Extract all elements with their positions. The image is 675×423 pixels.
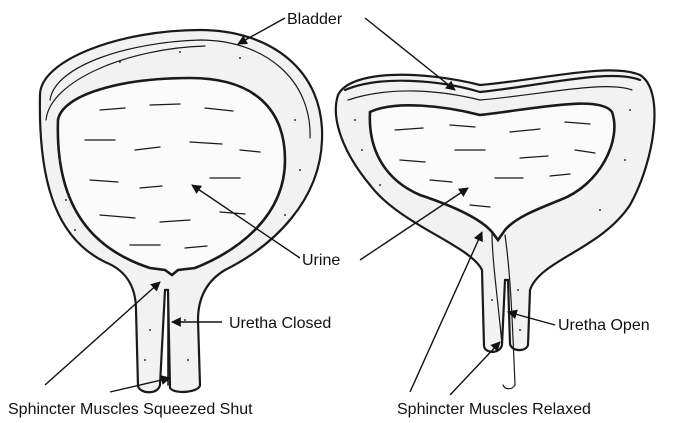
- bladder-leader-left: [238, 18, 285, 44]
- label-bladder: Bladder: [287, 11, 343, 28]
- left-bladder-closed: [40, 30, 322, 392]
- sphincter-relaxed-leader-2: [450, 342, 500, 395]
- right-bladder-open: [336, 70, 655, 388]
- sphincter-relaxed-leader-1: [410, 232, 482, 392]
- label-sphincter-shut: Sphincter Muscles Squeezed Shut: [8, 401, 253, 418]
- label-urethra-closed: Uretha Closed: [229, 315, 331, 332]
- label-urethra-open: Uretha Open: [558, 317, 650, 334]
- label-urine: Urine: [302, 252, 340, 269]
- label-sphincter-relaxed: Sphincter Muscles Relaxed: [397, 401, 591, 418]
